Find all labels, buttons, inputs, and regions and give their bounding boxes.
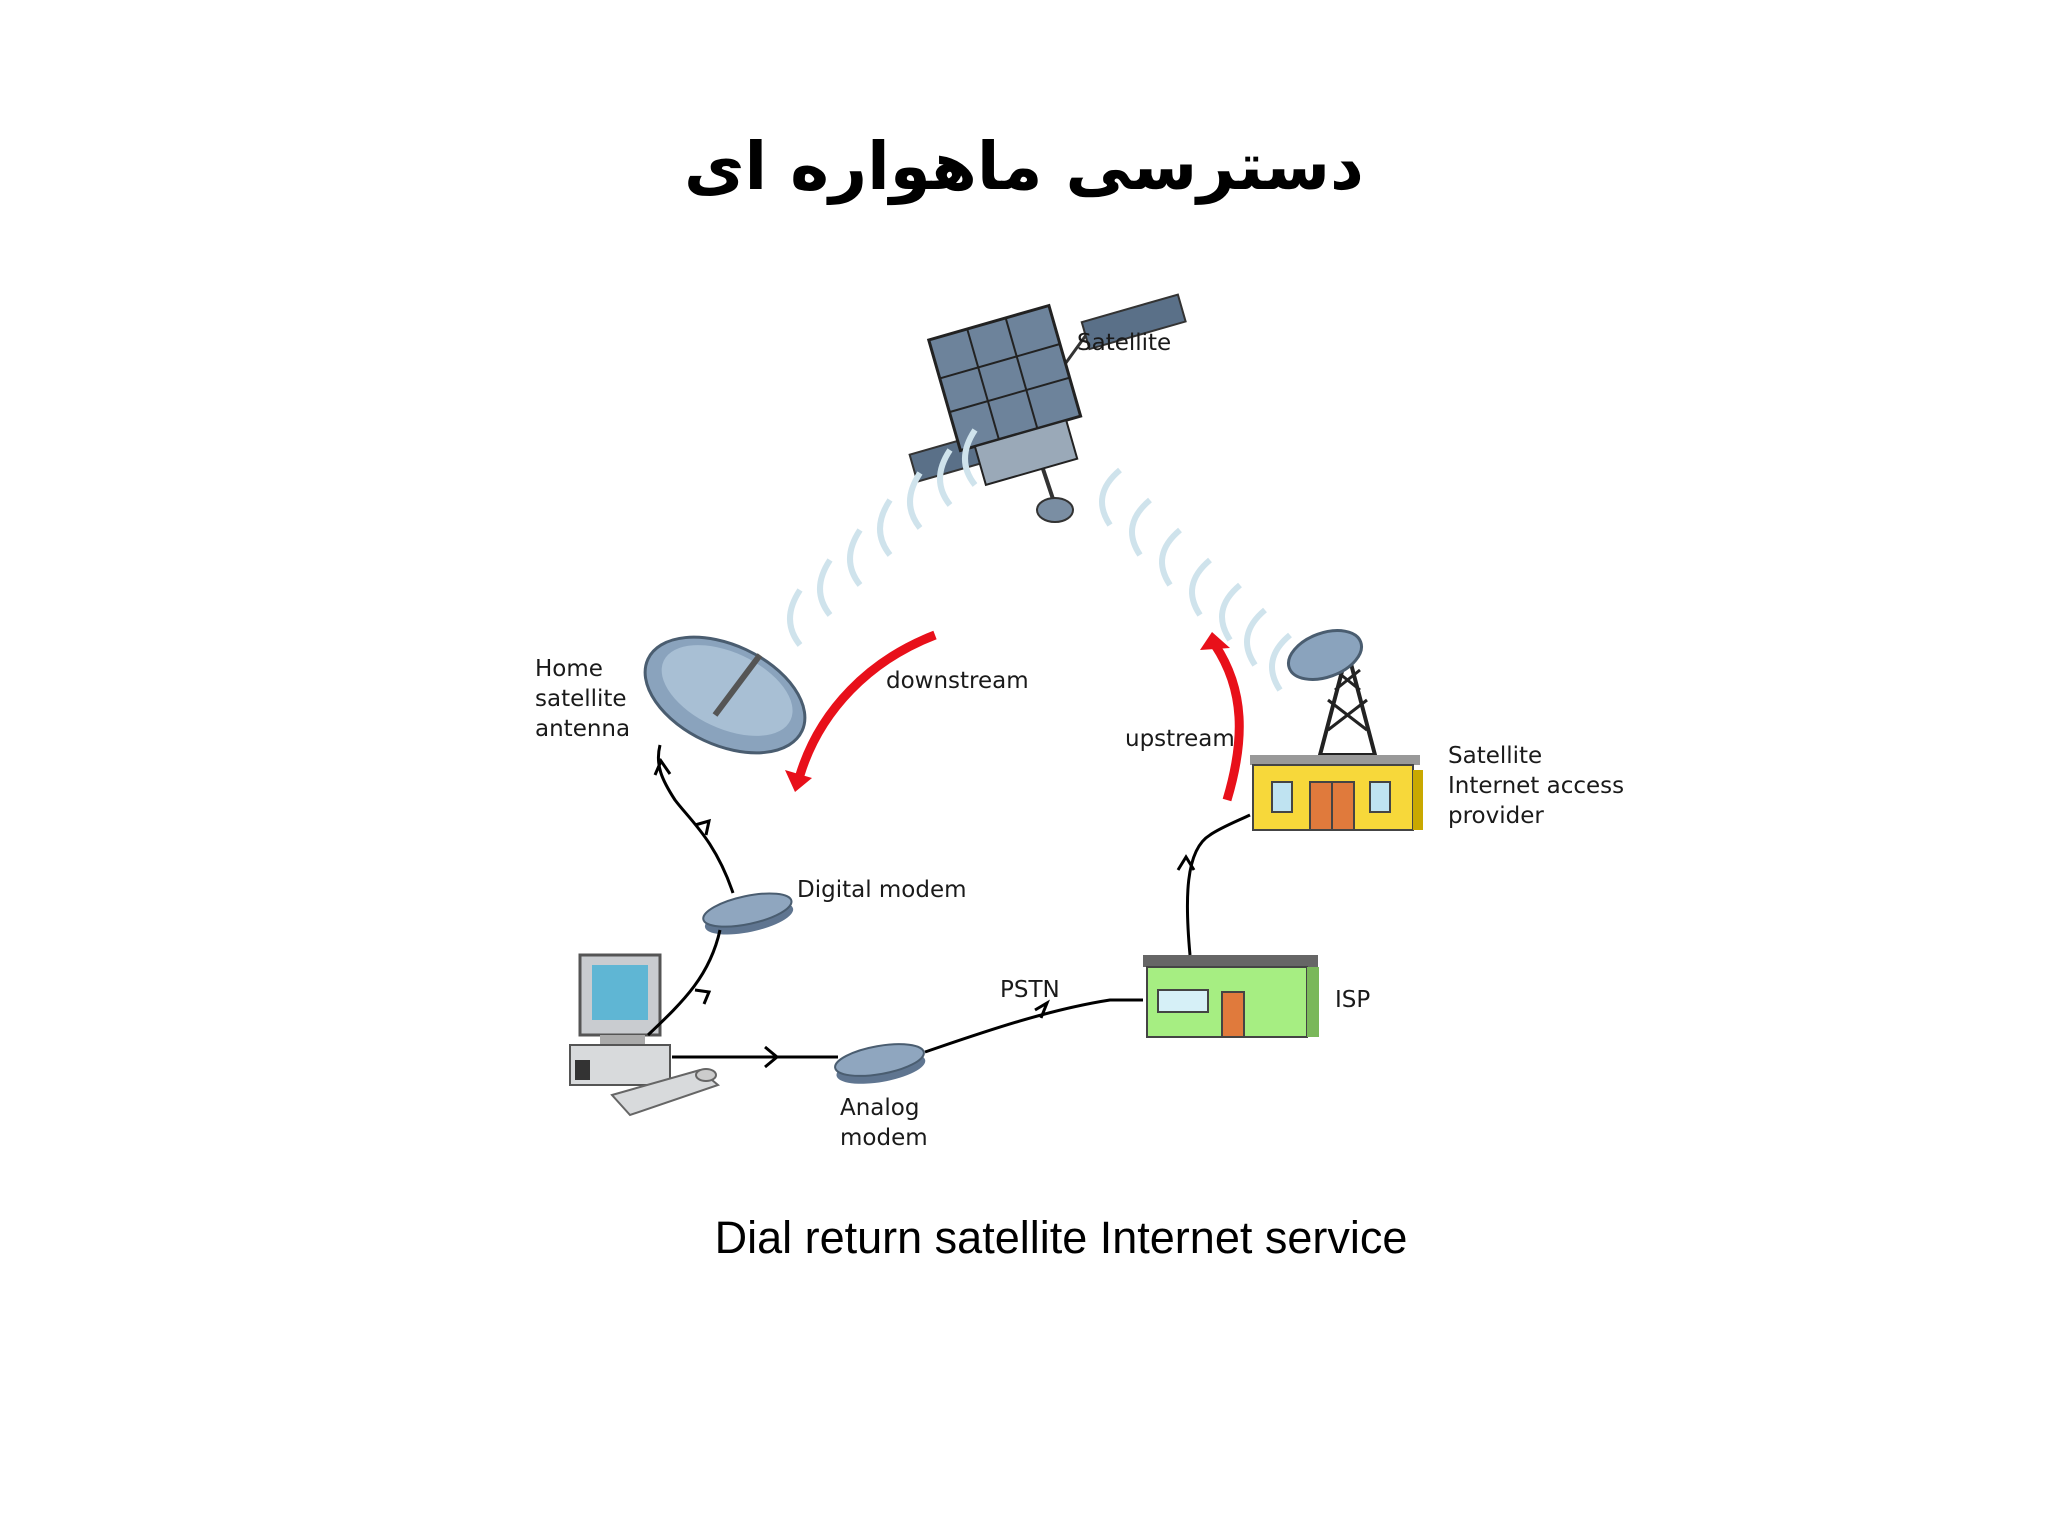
uplink-signal-waves xyxy=(1099,467,1292,692)
label-provider-line1: Satellite xyxy=(1448,743,1542,769)
isp-building-icon xyxy=(1143,955,1319,1038)
label-analog-modem-line2: modem xyxy=(840,1125,928,1151)
downstream-arrow xyxy=(795,630,937,777)
satellite-icon xyxy=(908,293,1187,523)
label-isp: ISP xyxy=(1335,987,1370,1013)
label-pstn: PSTN xyxy=(1000,977,1060,1003)
provider-building-icon xyxy=(1250,755,1423,831)
digital-modem-icon xyxy=(702,892,794,935)
connection-lines xyxy=(646,744,1251,1069)
downlink-signal-waves xyxy=(787,428,978,647)
provider-antenna-tower-icon xyxy=(1287,629,1378,757)
analog-modem-icon xyxy=(834,1043,926,1084)
label-analog-modem-line1: Analog xyxy=(840,1095,919,1121)
label-downstream: downstream xyxy=(886,668,1029,694)
diagram-caption: Dial return satellite Internet service xyxy=(714,1212,1408,1263)
label-digital-modem: Digital modem xyxy=(797,877,967,903)
downstream-arrowhead xyxy=(785,770,812,792)
label-provider-line3: provider xyxy=(1448,803,1544,829)
label-home-antenna-line2: satellite xyxy=(535,686,627,712)
slide-title: دسترسی ماهواره ای xyxy=(684,128,1364,205)
computer-icon xyxy=(569,953,721,1117)
label-satellite: Satellite xyxy=(1077,330,1171,356)
label-home-antenna-line1: Home xyxy=(535,656,603,682)
upstream-arrow xyxy=(1211,642,1244,802)
label-home-antenna-line3: antenna xyxy=(535,716,630,742)
label-provider-line2: Internet access xyxy=(1448,773,1624,799)
home-satellite-dish-icon xyxy=(643,635,807,755)
label-upstream: upstream xyxy=(1125,726,1235,752)
upstream-arrowhead xyxy=(1200,632,1230,650)
